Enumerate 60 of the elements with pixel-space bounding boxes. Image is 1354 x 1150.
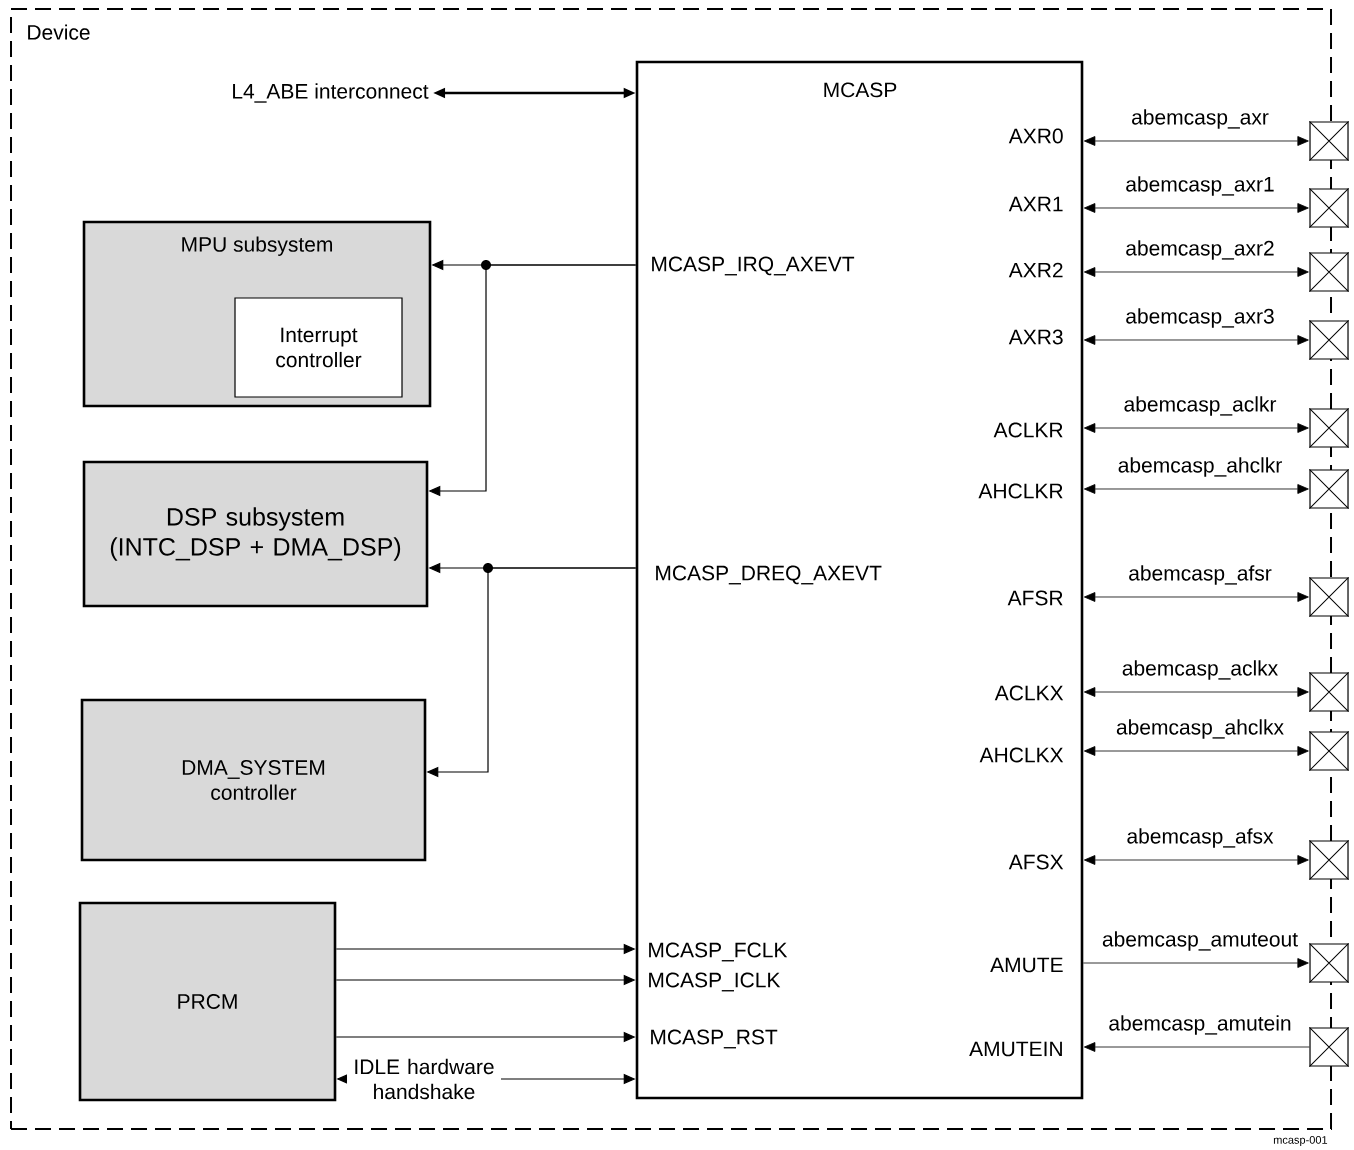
pad-symbol [1308, 468, 1350, 510]
arrow [1083, 335, 1309, 345]
signal-label: MCASP_ICLK [649, 972, 781, 992]
arrow [1082, 958, 1309, 968]
controller-box: Interrupt controller [234, 297, 403, 398]
port-label: AMUTE [990, 957, 1063, 973]
edge-label: abemcasp_aclkr [1121, 394, 1279, 418]
arrow [1083, 203, 1309, 213]
arrow [1083, 267, 1309, 277]
pad-symbol [1308, 839, 1350, 881]
pad-symbol [1308, 319, 1350, 361]
pad-symbol [1308, 120, 1350, 162]
arrow [1083, 855, 1309, 865]
port-label: AXR3 [1008, 329, 1063, 345]
port-label: AHCLKX [979, 747, 1064, 763]
pad-symbol [1308, 576, 1350, 618]
edge-label: abemcasp_ahclkx [1113, 717, 1287, 741]
arrow [1083, 136, 1309, 146]
subsystem-box: DSP subsystem (INTC_DSP + DMA_DSP) [82, 460, 429, 608]
arrow [1083, 484, 1309, 494]
arrow [1083, 423, 1309, 433]
port-label: AFSX [1008, 854, 1064, 870]
signal-label: MCASP_IRQ_AXEVT [652, 256, 855, 276]
pad-symbol [1308, 1026, 1350, 1068]
pad-symbol [1308, 942, 1350, 984]
pad-symbol [1308, 671, 1350, 713]
port-label: AXR1 [1008, 196, 1063, 212]
port-label: ACLKR [993, 422, 1063, 438]
arrow [1083, 746, 1309, 756]
port-label: AHCLKR [978, 483, 1063, 499]
port-label: AXR0 [1008, 128, 1063, 144]
edge-label: abemcasp_aclkx [1119, 658, 1281, 682]
port-label: AFSR [1007, 590, 1063, 606]
edge-label: abemcasp_amuteout [1099, 929, 1301, 953]
subsystem-box: PRCM [78, 901, 337, 1102]
arrow [1083, 592, 1309, 602]
edge-label: IDLE hardware handshake [347, 1058, 501, 1100]
port-label: ACLKX [994, 685, 1064, 701]
port-label: AMUTEIN [969, 1041, 1062, 1057]
edge-label: abemcasp_afsx [1124, 826, 1276, 850]
arrow [1083, 1042, 1310, 1052]
edge-label: abemcasp_axr3 [1123, 306, 1277, 330]
edge-label: abemcasp_axr1 [1123, 174, 1277, 198]
signal-label: MCASP_FCLK [649, 942, 788, 962]
edge-label: abemcasp_amutein [1106, 1013, 1294, 1037]
pad-symbol [1308, 407, 1350, 449]
subsystem-box: DMA_SYSTEM controller [80, 698, 427, 862]
arrow [1083, 687, 1309, 697]
edge-label: abemcasp_axr2 [1123, 238, 1277, 262]
edge-label: abemcasp_axr [1129, 107, 1271, 131]
figure-id: mcasp-001 [1273, 1136, 1328, 1146]
pad-symbol [1308, 251, 1350, 293]
pad-symbol [1308, 730, 1350, 772]
signal-label: MCASP_RST [651, 1029, 778, 1049]
edge-label: abemcasp_ahclkr [1115, 455, 1285, 479]
port-label: AXR2 [1008, 262, 1063, 278]
pad-symbol [1308, 187, 1350, 229]
edge-label: abemcasp_afsr [1126, 563, 1274, 587]
signal-label: MCASP_DREQ_AXEVT [656, 565, 882, 585]
interface-label: L4_ABE interconnect [233, 83, 429, 103]
